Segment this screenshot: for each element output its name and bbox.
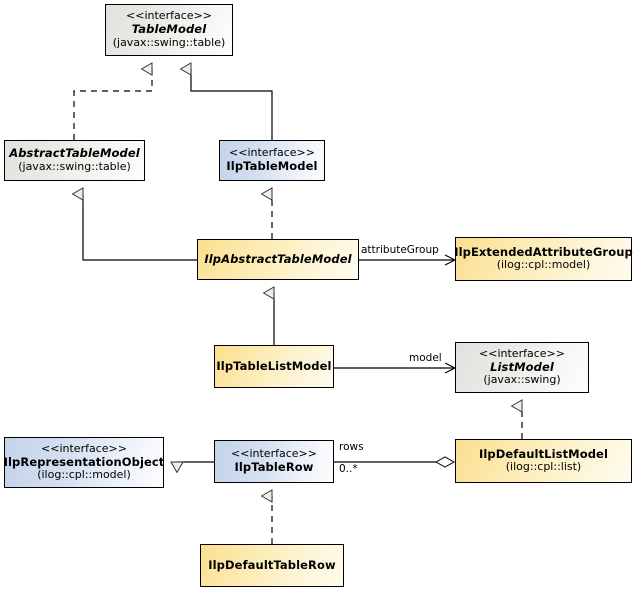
package-label: (javax::swing::table) (112, 35, 226, 49)
stereotype-label: <<interface>> (231, 447, 317, 461)
class-name-label: ListModel (490, 359, 554, 374)
class-name-label: AbstractTableModel (9, 146, 140, 161)
stereotype-label: <<interface>> (479, 346, 565, 360)
class-name-label: IlpTableListModel (216, 358, 332, 373)
class-name-label: IlpRepresentationObject (3, 454, 165, 469)
class-box-ilptablemodel[interactable]: <<interface>> IlpTableModel (219, 140, 325, 181)
class-box-ilpextendedattributegroup[interactable]: IlpExtendedAttributeGroup (ilog::cpl::mo… (454, 237, 633, 281)
stereotype-label: <<interface>> (41, 441, 127, 455)
class-name-label: IlpExtendedAttributeGroup (454, 244, 633, 259)
class-name-label: IlpAbstractTableModel (204, 251, 352, 266)
package-label: (ilog::cpl::list) (505, 460, 582, 474)
class-name-label: IlpTableModel (226, 159, 318, 174)
class-box-ilptablerow[interactable]: <<interface>> IlpTableRow (214, 440, 334, 483)
edge-label-attributegroup: attributeGroup (361, 244, 439, 256)
package-label: (ilog::cpl::model) (496, 258, 591, 272)
class-name-label: IlpDefaultTableRow (208, 557, 336, 572)
class-box-ilpabstracttablemodel[interactable]: IlpAbstractTableModel (197, 239, 359, 280)
edge-label-model: model (409, 352, 442, 364)
class-box-ilptablelistmodel[interactable]: IlpTableListModel (214, 345, 334, 388)
class-name-label: TableModel (131, 22, 207, 37)
class-box-ilpdefaulttablerow[interactable]: IlpDefaultTableRow (200, 544, 344, 587)
class-box-tablemodel[interactable]: <<interface>> TableModel (javax::swing::… (105, 4, 233, 56)
class-box-ilpdefaultlistmodel[interactable]: IlpDefaultListModel (ilog::cpl::list) (455, 439, 632, 483)
class-name-label: IlpTableRow (234, 460, 314, 475)
class-name-label: IlpDefaultListModel (478, 446, 609, 461)
edge-abstracttablemodel-realizes-tablemodel (73, 69, 153, 140)
package-label: (javax::swing) (483, 373, 561, 387)
stereotype-label: <<interface>> (126, 9, 212, 23)
edge-ilptablemodel-extends-tablemodel (191, 69, 273, 140)
edge-label-multiplicity: 0..* (339, 463, 358, 475)
class-box-ilprepresentationobject[interactable]: <<interface>> IlpRepresentationObject (i… (4, 437, 164, 488)
edge-ilpabstracttablemodel-extends-abstracttablemodel (83, 194, 197, 261)
package-label: (javax::swing::table) (18, 159, 131, 173)
class-box-listmodel[interactable]: <<interface>> ListModel (javax::swing) (455, 342, 589, 393)
package-label: (ilog::cpl::model) (37, 468, 131, 482)
class-box-abstracttablemodel[interactable]: AbstractTableModel (javax::swing::table) (4, 140, 145, 181)
stereotype-label: <<interface>> (229, 146, 315, 160)
edge-label-rows: rows (339, 441, 364, 453)
